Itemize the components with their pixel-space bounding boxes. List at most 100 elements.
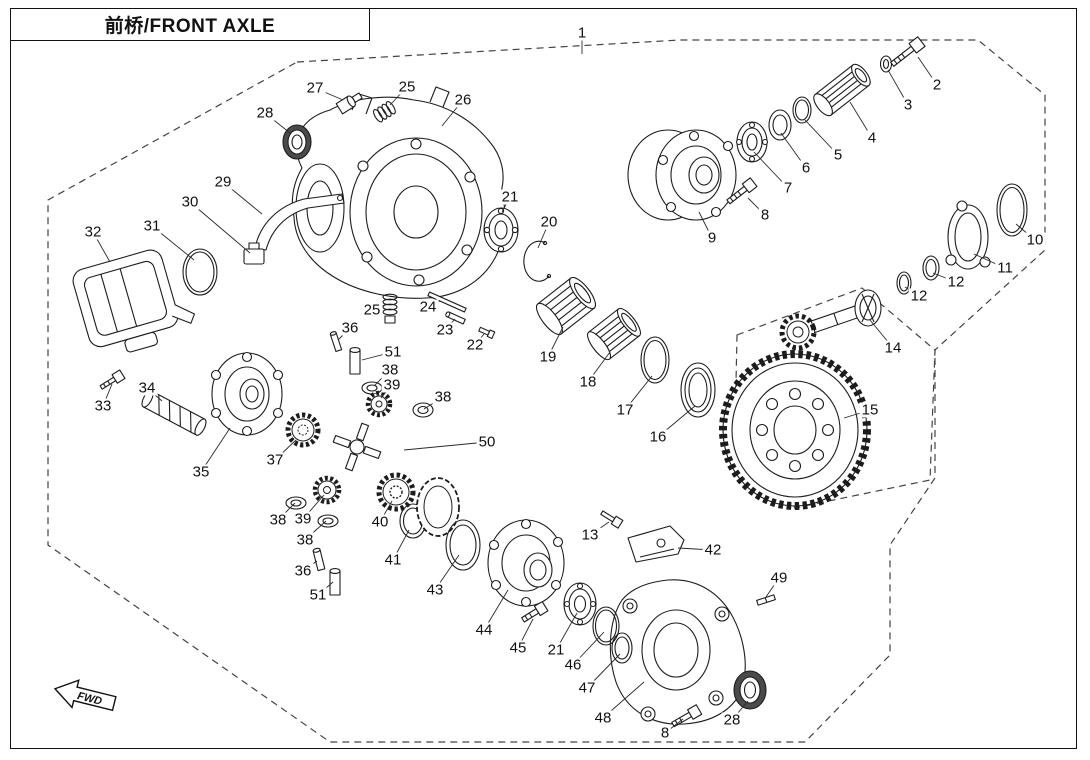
part-label-12: 12: [945, 273, 967, 291]
part-label-17: 17: [614, 401, 636, 419]
part-label-11: 11: [995, 259, 1015, 277]
part-label-45: 45: [507, 639, 529, 657]
lock-plate: [416, 477, 460, 537]
part-label-23: 23: [434, 321, 456, 339]
part-label-10: 10: [1024, 231, 1046, 249]
part-label-1: 1: [575, 24, 589, 42]
part-label-36: 36: [292, 562, 314, 580]
part-label-41: 41: [382, 551, 404, 569]
part-label-38: 38: [267, 511, 289, 529]
spring-top: [373, 101, 396, 123]
part-label-4: 4: [865, 129, 879, 147]
part-label-34: 34: [136, 379, 158, 397]
flange-35: [210, 351, 284, 437]
part-label-14: 14: [882, 339, 904, 357]
spider-cross-50: [332, 422, 382, 472]
part-label-27: 27: [304, 79, 326, 97]
part-label-35: 35: [190, 463, 212, 481]
dowel-pin-24: [427, 291, 467, 313]
part-label-42: 42: [702, 541, 724, 559]
part-label-22: 22: [464, 336, 486, 354]
part-label-38: 38: [294, 531, 316, 549]
part-label-51: 51: [382, 343, 404, 361]
page-title: 前桥/FRONT AXLE: [104, 16, 276, 37]
part-label-3: 3: [901, 96, 915, 114]
washer-3: [879, 55, 893, 73]
bracket-42: [627, 525, 685, 563]
o-ring-31: [182, 248, 218, 296]
part-label-8: 8: [758, 206, 772, 224]
ring-47: [611, 632, 633, 664]
oil-seal-28b: [733, 670, 767, 710]
bolt-13: [600, 510, 624, 529]
gasket-11: [945, 200, 991, 270]
part-label-24: 24: [417, 298, 439, 316]
oil-seal-top: [282, 124, 312, 160]
shim-43: [445, 519, 481, 571]
part-label-28: 28: [254, 104, 276, 122]
diff-pin-36-bottom: [312, 547, 326, 572]
bearing-7: [735, 121, 769, 163]
part-label-44: 44: [473, 621, 495, 639]
splined-coupling-4: [813, 63, 871, 117]
part-label-6: 6: [799, 159, 813, 177]
part-label-25: 25: [361, 301, 383, 319]
breather-bracket: [254, 193, 345, 251]
part-label-38: 38: [432, 388, 454, 406]
title-box: 前桥/FRONT AXLE: [10, 8, 370, 41]
part-label-25: 25: [396, 78, 418, 96]
wheel-hub: [627, 129, 737, 221]
diff-pin-36-top: [329, 331, 343, 353]
part-label-30: 30: [179, 193, 201, 211]
o-ring-17: [640, 336, 670, 384]
gearbox-housing: [291, 86, 506, 299]
plug-screw: [335, 92, 363, 115]
part-label-38: 38: [379, 361, 401, 379]
part-label-12: 12: [908, 287, 930, 305]
sensor-connector: [243, 242, 265, 265]
bearing-21-top: [483, 207, 519, 253]
final-drive-cover-48: [609, 579, 746, 725]
part-label-16: 16: [647, 428, 669, 446]
part-label-2: 2: [930, 76, 944, 94]
part-label-39: 39: [381, 376, 403, 394]
side-gear-37: [285, 412, 321, 448]
snap-ring-20: [523, 240, 552, 282]
part-label-40: 40: [369, 513, 391, 531]
bearing-21-bottom: [563, 582, 597, 626]
part-label-13: 13: [579, 526, 601, 544]
hub-flange-44: [487, 518, 565, 608]
assembly-boundary: [47, 39, 1046, 743]
part-label-48: 48: [592, 709, 614, 727]
o-ring-10: [996, 183, 1028, 237]
o-ring-5: [792, 96, 812, 124]
part-label-15: 15: [859, 401, 881, 419]
part-label-33: 33: [92, 397, 114, 415]
part-label-32: 32: [82, 223, 104, 241]
screw-22: [478, 326, 496, 340]
part-label-19: 19: [537, 348, 559, 366]
seal-16: [680, 362, 716, 418]
part-label-47: 47: [576, 679, 598, 697]
part-label-36: 36: [339, 319, 361, 337]
output-gear-40: [376, 472, 416, 512]
splined-sleeve-19: [535, 276, 597, 336]
crown-gear-15: [719, 350, 871, 510]
part-label-29: 29: [212, 173, 234, 191]
part-label-50: 50: [476, 433, 498, 451]
fwd-label: FWD: [76, 690, 103, 708]
actuator-motor: [72, 249, 196, 353]
part-label-39: 39: [292, 510, 314, 528]
part-label-9: 9: [705, 229, 719, 247]
bolt-33: [99, 369, 126, 390]
thrust-washer-38d: [317, 514, 339, 528]
part-label-37: 37: [264, 451, 286, 469]
diff-sleeve-51-top: [349, 347, 361, 375]
diff-sleeve-51-bottom: [329, 568, 341, 596]
part-label-31: 31: [141, 217, 163, 235]
part-label-20: 20: [538, 213, 560, 231]
pin-23: [445, 311, 466, 325]
